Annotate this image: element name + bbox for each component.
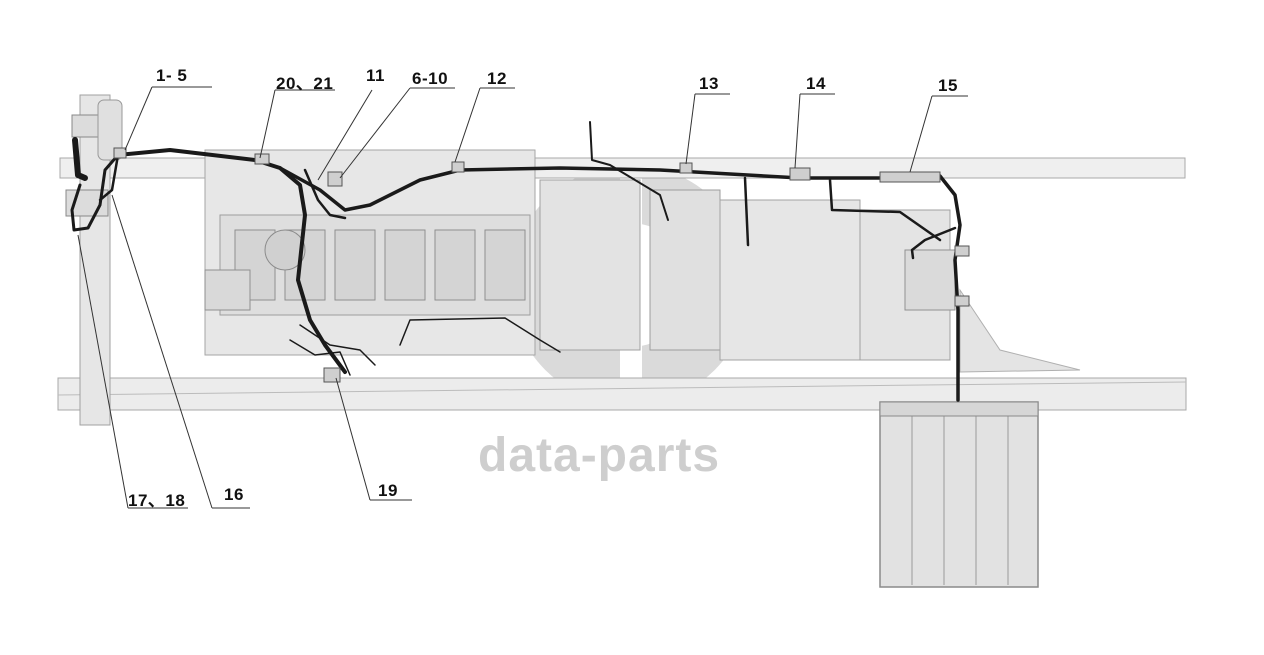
leader-lines bbox=[77, 86, 968, 509]
callout-19: 19 bbox=[378, 481, 398, 500]
callout-1-5: 1- 5 bbox=[156, 66, 188, 85]
callout-6-10: 6-10 bbox=[412, 69, 449, 88]
watermark-text: data-parts bbox=[478, 429, 721, 482]
harness-connectors bbox=[113, 147, 970, 383]
callout-16: 16 bbox=[224, 485, 244, 504]
callout-20-21: 20、21 bbox=[276, 74, 334, 93]
callout-11: 11 bbox=[366, 66, 385, 85]
callout-17-18: 17、18 bbox=[128, 491, 186, 510]
battery-box bbox=[879, 401, 1039, 588]
callout-15: 15 bbox=[938, 76, 958, 95]
callout-13: 13 bbox=[699, 74, 719, 93]
engine-block bbox=[204, 149, 536, 356]
callout-12: 12 bbox=[487, 69, 507, 88]
wiring-harness bbox=[70, 121, 962, 402]
callout-14: 14 bbox=[806, 74, 826, 93]
